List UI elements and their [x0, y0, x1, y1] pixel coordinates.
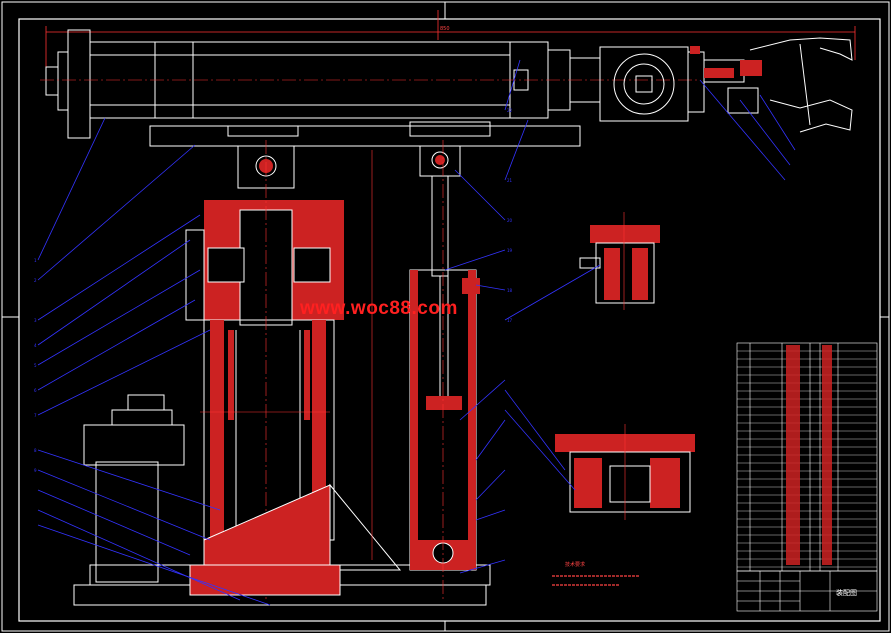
svg-text:6: 6: [34, 388, 37, 393]
watermark-text: www.woc88.com: [300, 298, 458, 319]
title-block: [736, 570, 878, 612]
base: [73, 394, 491, 606]
svg-text:9: 9: [34, 468, 37, 473]
inner-frame: [18, 18, 881, 622]
svg-text:2: 2: [34, 278, 37, 283]
svg-text:5: 5: [34, 363, 37, 368]
svg-text:1: 1: [34, 258, 37, 263]
drawing-title: 装配图: [836, 589, 857, 597]
section-detail-a: [579, 225, 660, 304]
notes-label: 技术要求: [565, 561, 585, 568]
svg-text:8: 8: [34, 448, 37, 453]
arm-cylinder: [45, 29, 601, 139]
svg-text:20: 20: [507, 218, 513, 223]
support-beam: [149, 121, 581, 147]
svg-text:21: 21: [507, 178, 513, 183]
parts-list: [736, 342, 878, 572]
svg-text:4: 4: [34, 343, 37, 348]
svg-text:22: 22: [507, 108, 513, 113]
svg-text:19: 19: [507, 248, 513, 253]
svg-text:18: 18: [507, 288, 513, 293]
leader-lines: [37, 59, 796, 606]
svg-text:3: 3: [34, 318, 37, 323]
svg-text:7: 7: [34, 413, 37, 418]
svg-text:850: 850: [440, 26, 450, 32]
svg-text:17: 17: [507, 318, 513, 323]
wrist-assembly: [599, 37, 853, 133]
lift-cylinder: [409, 175, 480, 571]
top-dimension: [45, 10, 856, 70]
